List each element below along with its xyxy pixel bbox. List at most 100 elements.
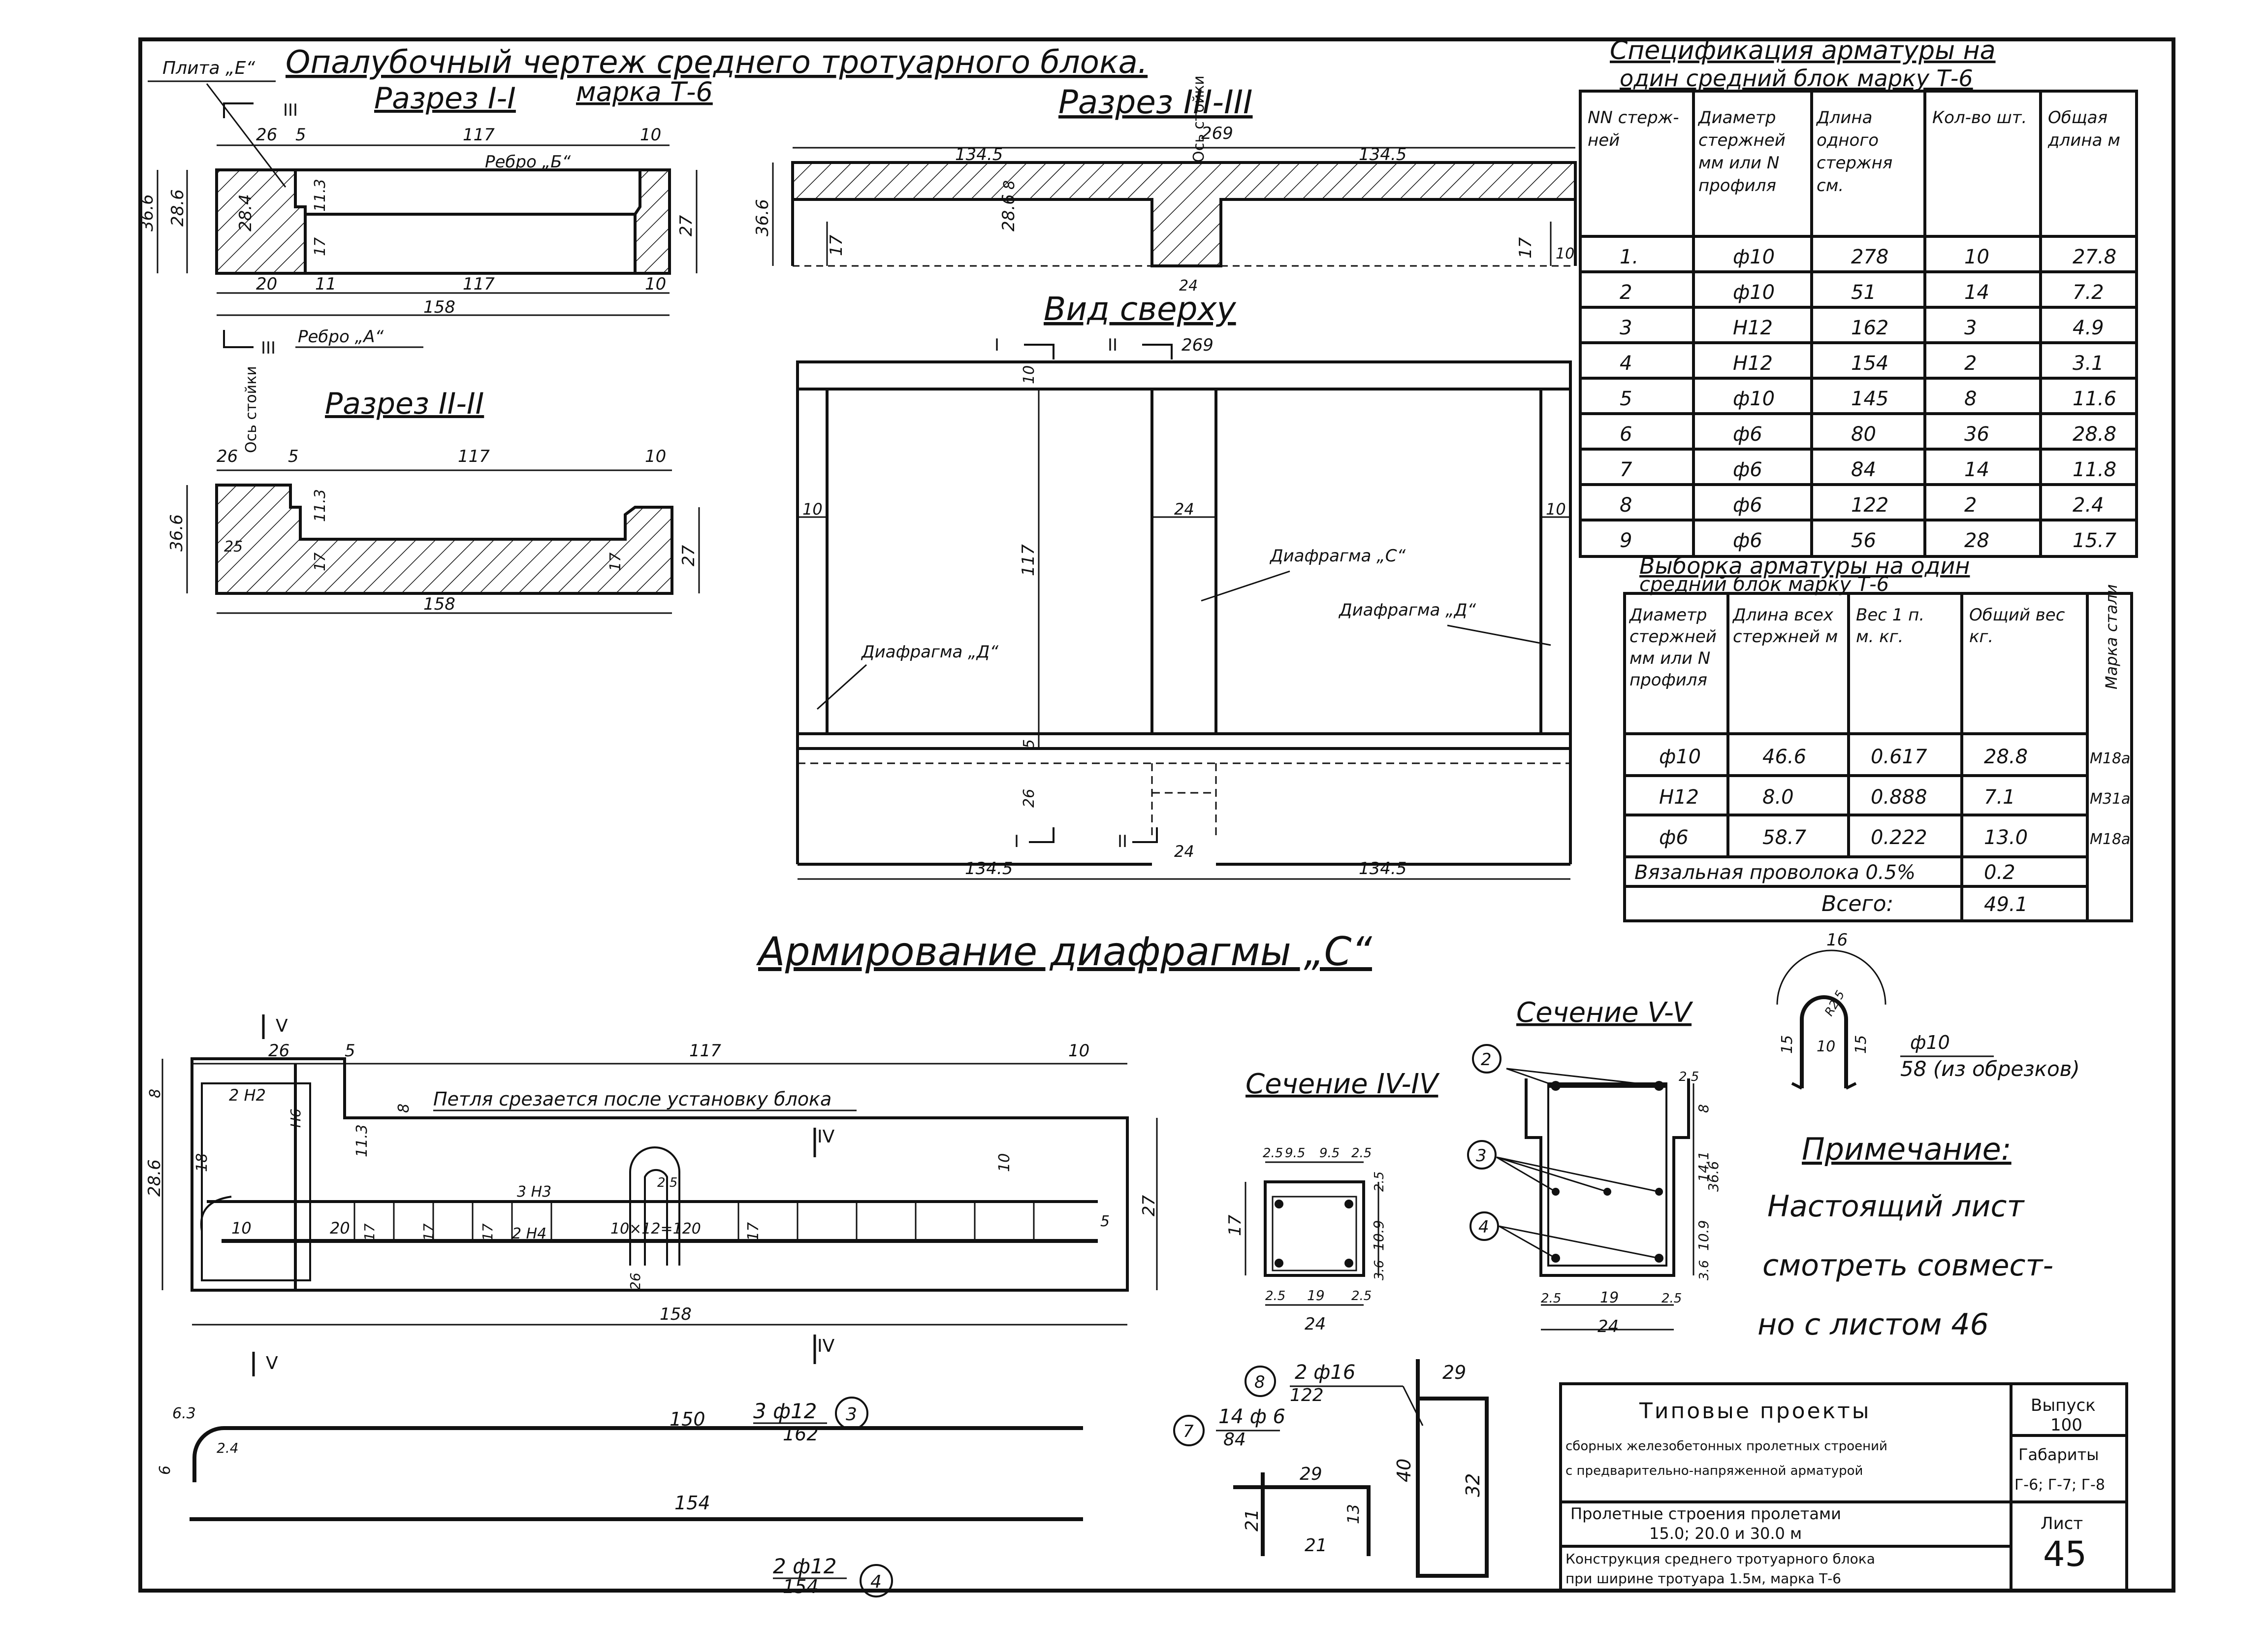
section-1-1-title: Разрез I-I xyxy=(374,81,516,116)
bar7-num: 7 xyxy=(1183,1422,1194,1441)
bar8-dim-40: 40 xyxy=(1393,1459,1415,1482)
tb-line6: Конструкция среднего тротуарного блока xyxy=(1565,1551,1875,1567)
dim-5b: 5 xyxy=(288,447,299,466)
bar8-label: 2 ф16 xyxy=(1295,1361,1355,1384)
bar-3-detail: 3 ф12 162 3 6.3 2.4 6 150 xyxy=(157,1397,1083,1482)
top-cut-1: I xyxy=(994,335,999,355)
dim-11-3b: 11.3 xyxy=(312,489,329,522)
dim-11: 11 xyxy=(315,274,336,294)
bar4-dim-154: 154 xyxy=(674,1492,710,1514)
formwork-title: Опалубочный чертеж среднего тротуарного … xyxy=(286,44,1148,81)
reinf-mark-4a: IV xyxy=(817,1127,835,1147)
loop-note: Петля срезается после установку блока xyxy=(433,1088,831,1110)
top-bottom-mark-2: II xyxy=(1118,832,1127,851)
reinf-label-2n4: 2 Н4 xyxy=(512,1225,546,1242)
tb-line1: Типовые проекты xyxy=(1639,1399,1871,1424)
spec-cell-r2-c4: 4.9 xyxy=(2073,317,2104,339)
s4-dim-3: 9.5 xyxy=(1319,1146,1340,1161)
reinf-dim-5b: 5 xyxy=(1100,1213,1110,1230)
dim-17c: 17 xyxy=(607,553,624,571)
section-3-3-body xyxy=(791,161,1577,267)
sample-cell-r0-c0: ф10 xyxy=(1659,746,1701,768)
top-cut-2: II xyxy=(1108,335,1118,355)
spec-cell-r1-c3: 14 xyxy=(1964,281,1989,304)
bar-7-detail: 7 14 ф 6 84 29 21 21 13 xyxy=(1173,1405,1371,1556)
sample-cell-r0-c2: 0.617 xyxy=(1871,746,1927,768)
spec-cell-r2-c0: 3 xyxy=(1620,317,1632,339)
note-line-2: смотреть совмест- xyxy=(1762,1248,2053,1283)
spec-cell-r8-c1: ф6 xyxy=(1733,529,1762,552)
dim-28-6b: 28.6 xyxy=(999,194,1019,231)
bar3-dim-2-4: 2.4 xyxy=(217,1440,239,1456)
sample-cell-r1-c1: 8.0 xyxy=(1762,786,1794,809)
s5-dim-8: 8 xyxy=(1695,1104,1712,1113)
reinf-title: Армирование диафрагмы „С“ xyxy=(756,929,1373,975)
wire-value: 0.2 xyxy=(1984,861,2015,884)
sample-header-4: Марка стали xyxy=(2102,584,2121,689)
dim-5: 5 xyxy=(295,125,306,145)
spec-cell-r1-c4: 7.2 xyxy=(2073,281,2104,304)
spec-cell-r0-c4: 27.8 xyxy=(2073,246,2116,268)
bar3-length: 162 xyxy=(783,1423,819,1445)
s4-dim-2: 9.5 xyxy=(1285,1146,1305,1161)
sample-header-2: Вес 1 п.м. кг. xyxy=(1856,605,1924,647)
spec-cell-r6-c0: 7 xyxy=(1620,458,1632,481)
dim-17e: 17 xyxy=(1516,237,1535,259)
reinforcement-diaphragm-c: Армирование диафрагмы „С“ xyxy=(145,929,1373,1376)
bar4-label: 2 ф12 xyxy=(773,1554,836,1578)
bar4-length: 154 xyxy=(783,1576,819,1597)
s4-dim-8: 17 xyxy=(1225,1214,1245,1236)
tb-gabarit-label: Габариты xyxy=(2018,1445,2099,1464)
reinf-dim-2-5: 2.5 xyxy=(657,1175,677,1190)
s4-dim-5: 2.5 xyxy=(1372,1172,1387,1192)
spec-cell-r8-c2: 56 xyxy=(1851,529,1876,552)
note-title: Примечание: xyxy=(1802,1131,2012,1167)
sample-cell-r1-c2: 0.888 xyxy=(1871,786,1927,809)
dim-26: 26 xyxy=(256,125,277,145)
bar8-num: 8 xyxy=(1254,1372,1265,1392)
top-view-title: Вид сверху xyxy=(1044,290,1237,328)
reinf-dim-10x12: 10×12=120 xyxy=(610,1220,701,1238)
tb-line2: сборных железобетонных пролетных строени… xyxy=(1565,1439,1887,1454)
reinf-dim-158: 158 xyxy=(660,1304,692,1324)
reinf-dim-26: 26 xyxy=(268,1041,289,1061)
section-3-3: Разрез III-III Ось стойки 134.5 269 134.… xyxy=(753,75,1577,294)
spec-cell-r3-c1: Н12 xyxy=(1733,352,1773,375)
hook-dim-10: 10 xyxy=(1817,1038,1835,1055)
reinf-dim-17a: 17 xyxy=(361,1223,378,1241)
s5-dim-2-5c: 2.5 xyxy=(1661,1291,1682,1306)
spec-cell-r4-c4: 11.6 xyxy=(2073,388,2116,410)
bar4-num: 4 xyxy=(870,1572,882,1592)
s5-callout-3: 3 xyxy=(1476,1146,1487,1166)
reinf-dim-117: 117 xyxy=(689,1041,721,1061)
reinf-dim-8b: 8 xyxy=(395,1104,413,1113)
spec-cell-r2-c1: Н12 xyxy=(1733,317,1773,339)
s4-dim-6: 10.9 xyxy=(1371,1220,1387,1251)
bar7-dim-21a: 21 xyxy=(1242,1509,1262,1531)
note-line-3: но с листом 46 xyxy=(1757,1307,1989,1342)
sample-cell-r1-c3: 7.1 xyxy=(1984,786,2015,809)
spec-cell-r2-c2: 162 xyxy=(1851,317,1888,339)
diaphragm-c-label: Диафрагма „С“ xyxy=(1269,546,1406,566)
tb-line4: Пролетные строения пролетами xyxy=(1570,1504,1841,1523)
s4-dim-12: 24 xyxy=(1305,1314,1326,1334)
spec-cell-r0-c3: 10 xyxy=(1964,246,1989,268)
sheet-frame xyxy=(138,37,2175,1593)
reinf-mark-4b: IV xyxy=(817,1336,835,1356)
reinf-dim-17b: 17 xyxy=(420,1223,437,1241)
reinf-dim-26b: 26 xyxy=(627,1272,643,1290)
cut-mark-3-top: III xyxy=(283,100,298,120)
tb-issue-value: 100 xyxy=(2050,1415,2082,1435)
spec-cell-r7-c4: 2.4 xyxy=(2073,494,2104,517)
dim-117b: 117 xyxy=(463,274,495,294)
s5-dim-3-6: 3.6 xyxy=(1697,1260,1712,1280)
dim-117: 117 xyxy=(463,125,495,145)
dim-17b: 17 xyxy=(312,553,329,571)
sample-cell-r2-c2: 0.222 xyxy=(1871,826,1927,849)
spec-cell-r3-c0: 4 xyxy=(1620,352,1632,375)
section-1-1: Разрез I-I 26 5 117 10 20 11 117 10 158 … xyxy=(137,81,698,358)
hook-detail: 16 15 15 10 R2.5 ф10 58 (из обрезков) xyxy=(1776,930,2080,1090)
